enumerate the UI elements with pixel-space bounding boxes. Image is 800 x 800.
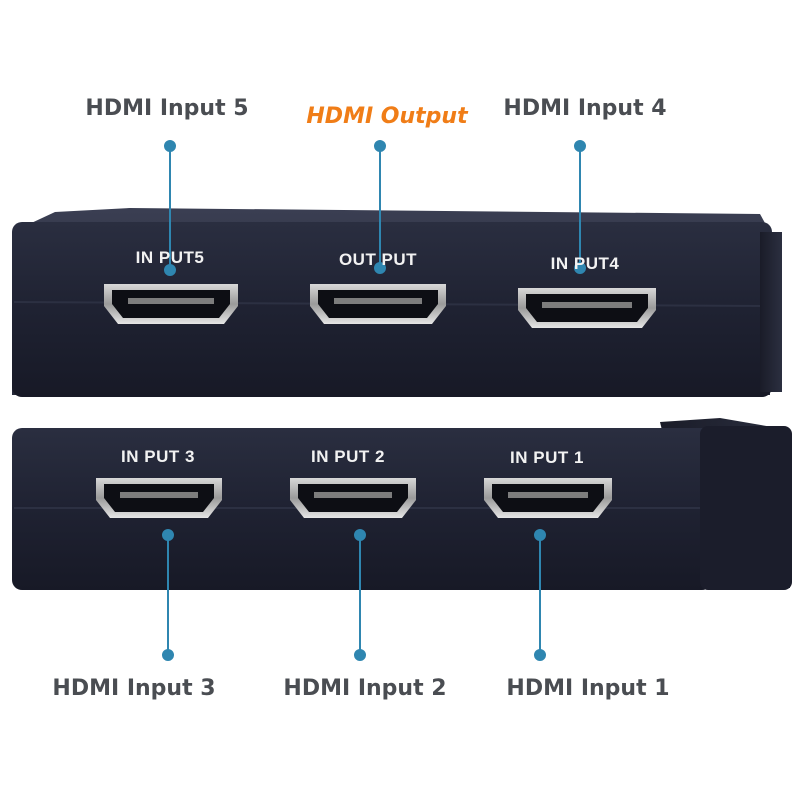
port-label-input5: IN PUT5 bbox=[135, 248, 205, 267]
port-label-input4: IN PUT4 bbox=[550, 254, 620, 273]
hdmi-port-input3 bbox=[96, 478, 222, 518]
port-label-input1: IN PUT 1 bbox=[510, 448, 584, 467]
hdmi-port-input4 bbox=[518, 288, 656, 328]
callout-hdmi-input2: HDMI Input 2 bbox=[283, 676, 447, 701]
leader-line-input3 bbox=[162, 529, 174, 661]
port-label-output: OUT PUT bbox=[338, 250, 418, 269]
leader-line-input2 bbox=[354, 529, 366, 661]
callout-hdmi-input3: HDMI Input 3 bbox=[52, 676, 216, 701]
callout-hdmi-input4: HDMI Input 4 bbox=[503, 96, 667, 121]
callout-hdmi-input5: HDMI Input 5 bbox=[85, 96, 249, 121]
hdmi-port-input1 bbox=[484, 478, 612, 518]
port-label-input3: IN PUT 3 bbox=[121, 447, 195, 466]
lower-switch-box bbox=[12, 418, 792, 590]
port-label-input2: IN PUT 2 bbox=[311, 447, 385, 466]
hdmi-port-input2 bbox=[290, 478, 416, 518]
callout-hdmi-output: HDMI Output bbox=[306, 104, 468, 129]
upper-switch-box bbox=[12, 208, 782, 397]
leader-line-input1 bbox=[534, 529, 546, 661]
callout-hdmi-input1: HDMI Input 1 bbox=[506, 676, 670, 701]
hdmi-port-output bbox=[310, 284, 446, 324]
hdmi-port-input5 bbox=[104, 284, 238, 324]
